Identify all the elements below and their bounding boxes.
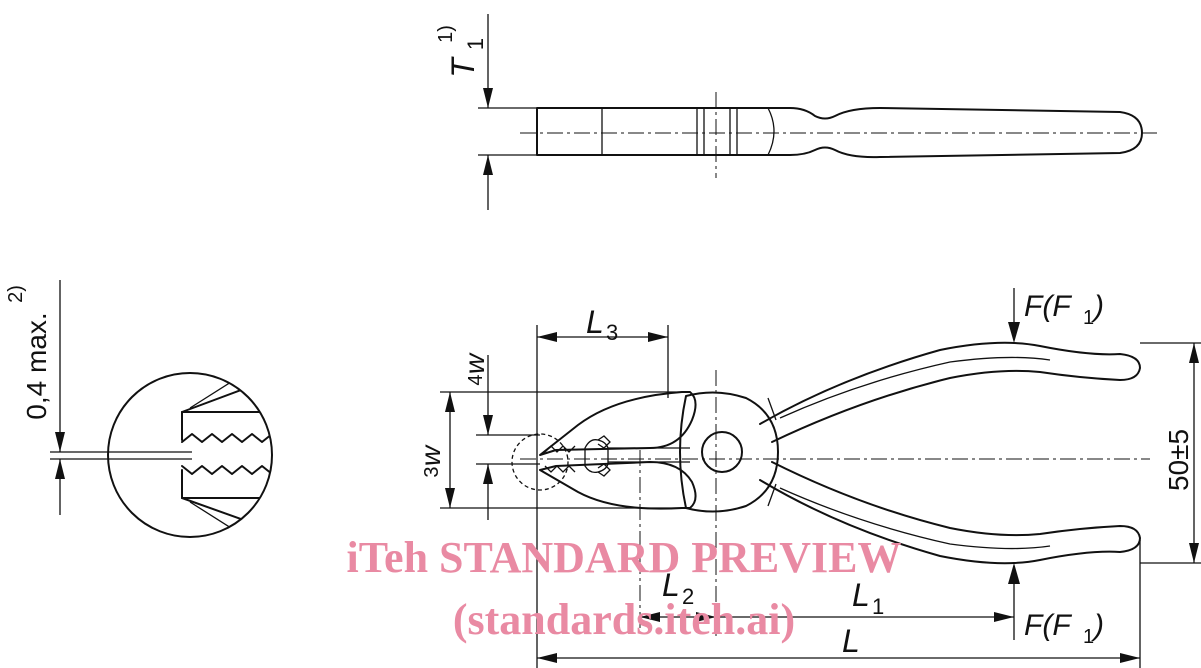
handle-opening-label: 50±5 bbox=[1163, 429, 1194, 491]
l3-label: L bbox=[586, 304, 604, 340]
main-view: L 3 w 4 w 3 50±5 bbox=[415, 288, 1201, 668]
l3-subscript: 3 bbox=[606, 320, 618, 345]
t1-label: T bbox=[445, 56, 481, 78]
top-view: T 1 1) bbox=[435, 14, 1160, 210]
force-top-subscript: 1 bbox=[1083, 307, 1094, 329]
watermark-line-2: (standards.iteh.ai) bbox=[453, 595, 795, 644]
jaw-detail-view: 0,4 max. 2) bbox=[5, 280, 273, 538]
force-bottom-close: ) bbox=[1091, 609, 1104, 642]
watermark: iTeh STANDARD PREVIEW (standards.iteh.ai… bbox=[347, 533, 902, 644]
t1-footnote: 1) bbox=[435, 25, 457, 43]
l2-label: L bbox=[662, 567, 680, 603]
watermark-line-1: iTeh STANDARD PREVIEW bbox=[347, 533, 902, 582]
jaw-gap-footnote: 2) bbox=[5, 285, 27, 303]
force-bottom-label: F(F bbox=[1024, 609, 1072, 642]
jaw-gap-label: 0,4 max. bbox=[21, 312, 52, 419]
w4-subscript: 4 bbox=[465, 374, 487, 385]
force-top-label: F(F bbox=[1024, 290, 1072, 323]
w3-label: w bbox=[415, 444, 446, 466]
t1-subscript: 1 bbox=[463, 38, 488, 50]
force-top-close: ) bbox=[1091, 290, 1104, 323]
w3-subscript: 3 bbox=[421, 466, 443, 477]
l1-label: L bbox=[852, 577, 870, 613]
force-bottom-subscript: 1 bbox=[1083, 626, 1094, 648]
l-label: L bbox=[842, 623, 860, 659]
w4-label: w bbox=[459, 352, 490, 374]
l1-subscript: 1 bbox=[872, 594, 884, 619]
l2-subscript: 2 bbox=[682, 584, 694, 609]
